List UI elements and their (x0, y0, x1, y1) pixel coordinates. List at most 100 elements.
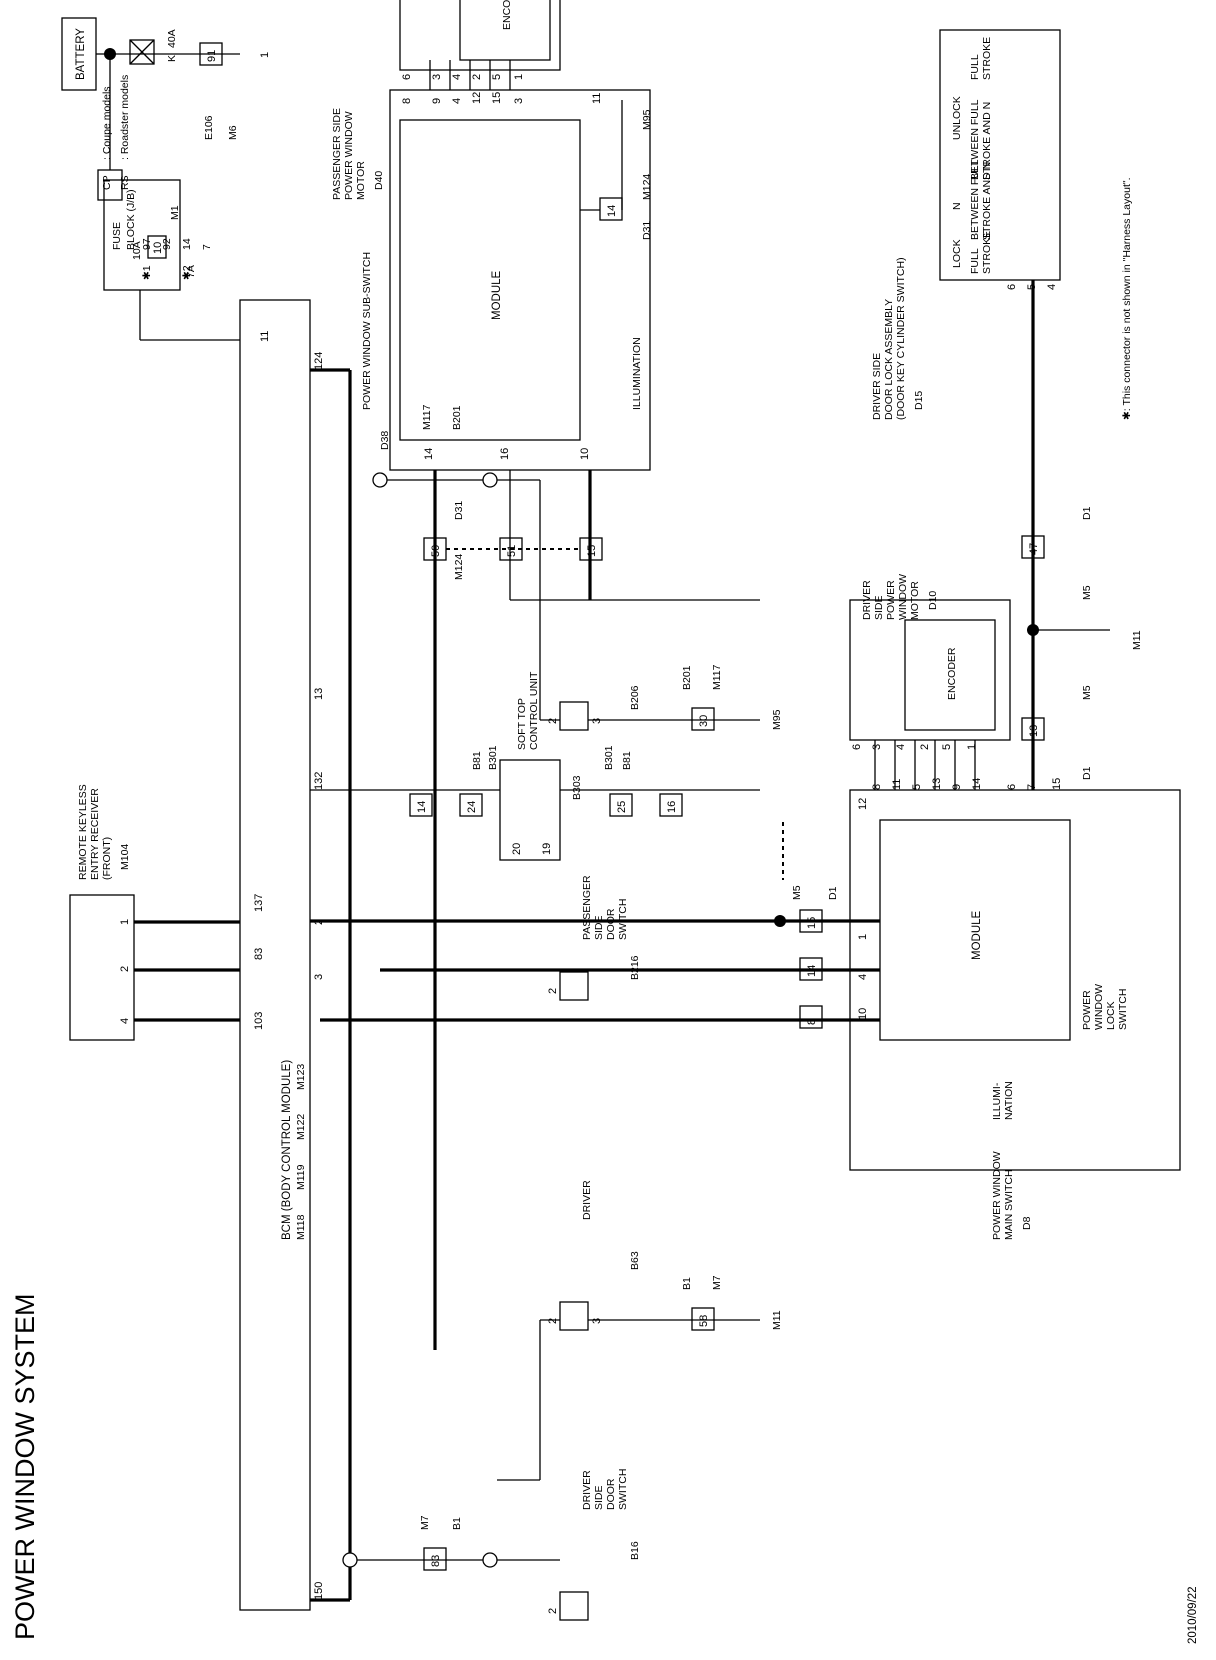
conn-m117-b: M117 (421, 404, 433, 430)
rke-title-3: (FRONT) (101, 837, 113, 880)
door-lock-title-2: DOOR LOCK ASSEMBLY (883, 299, 895, 420)
dm-pin-4: 4 (895, 744, 907, 750)
ms-pin-6: 6 (1006, 784, 1018, 790)
conn-b201-a: B201 (681, 665, 693, 690)
sub-switch-box (389, 89, 651, 471)
conn-m117-a: M117 (711, 664, 723, 690)
conn-m6: M6 (227, 125, 239, 140)
rke-receiver: REMOTE KEYLESS ENTRY RECEIVER (FRONT) M1… (69, 784, 240, 1041)
connector-83 (423, 1547, 447, 1571)
fuse-block-jb (103, 179, 181, 291)
conn-m5-c: M5 (1081, 585, 1093, 600)
sub-switch-module (399, 119, 581, 441)
sub-pin-16: 16 (499, 448, 511, 460)
driver-motor-title-5: MOTOR (909, 581, 921, 620)
battery-group: BATTERY 40A K 91 E106 M6 10A 10 7A FUSE … (61, 17, 240, 341)
ms-pin-11: 11 (891, 779, 903, 790)
soft-top-control-unit: 20 19 SOFT TOP CONTROL UNIT B303 B81 B30… (310, 671, 760, 861)
door-lock-full-1: FULL (969, 248, 981, 274)
ms-pin-10: 10 (857, 1008, 869, 1020)
conn-b81-a: B81 (471, 751, 483, 770)
legend-star1: ✱1 (141, 265, 153, 280)
driver-door-lock-assembly: DRIVER SIDE DOOR LOCK ASSEMBLY (DOOR KEY… (871, 29, 1061, 420)
sub-pin-4: 4 (451, 98, 463, 104)
lock-switch-title-1: POWER (1081, 990, 1093, 1030)
sw-pin-2-c: 2 (547, 988, 559, 994)
ms-pin-5: 5 (911, 784, 923, 790)
rke-pin-2: 2 (119, 966, 131, 972)
fuse-box-10a (97, 169, 123, 201)
bcm-pin-124: 124 (313, 352, 325, 370)
inline-pin-58: 58 (698, 1315, 710, 1327)
inline-pin-51: 51 (506, 545, 518, 557)
ms-pin-15: 15 (1051, 778, 1063, 790)
conn-b303: B303 (571, 775, 583, 800)
conn-m5-b: M5 (1081, 685, 1093, 700)
rke-box (69, 894, 135, 1041)
driver-motor-title-2: SIDE (873, 595, 885, 620)
passenger-motor-title-2: POWER WINDOW (343, 111, 355, 200)
door-lock-between-1: BETWEEN FULL (969, 159, 981, 240)
conn-m119: M119 (295, 1164, 307, 1190)
conn-m123: M123 (295, 1064, 307, 1090)
driver-ground-group: 13 47 D1 M5 M5 D1 M11 (1021, 280, 1143, 790)
conn-m118: M118 (295, 1214, 307, 1240)
passenger-motor-title-3: MOTOR (355, 161, 367, 200)
door-lock-title-1: DRIVER SIDE (871, 353, 883, 420)
conn-d31-a: D31 (641, 221, 653, 240)
legend-star2: ✱2 (181, 265, 193, 280)
driver-door-sw2-title-1: DRIVER (581, 1180, 593, 1220)
door-lock-full-3: FULL (969, 54, 981, 80)
conn-b301-b: B301 (603, 745, 615, 770)
bcm-pin-1: 1 (259, 52, 271, 58)
sub-pin-8: 8 (401, 98, 413, 104)
power-window-main-switch: MODULE POWER WINDOW MAIN SWITCH D8 POWER… (310, 740, 1181, 1240)
conn-d1-a: D1 (827, 886, 839, 900)
legend-star2-a: 14 (181, 238, 193, 250)
conn-b1-b: B1 (681, 1277, 693, 1290)
door-lock-between-4: STROKE AND N (981, 102, 993, 180)
door-lock-full-2: STROKE (981, 231, 993, 274)
door-lock-n-label: N (951, 202, 963, 210)
door-lock-between-2: STROKE AND N (981, 162, 993, 240)
driver-encoder-label: ENCODER (946, 647, 958, 700)
conn-d1-c: D1 (1081, 506, 1093, 520)
dm-pin-5: 5 (941, 744, 953, 750)
conn-b301-a: B301 (487, 745, 499, 770)
sw-pin-2-a: 2 (547, 1608, 559, 1614)
driver-door-sw-title-3: DOOR (605, 1478, 617, 1510)
passenger-power-window-motor: ENCODER PASSENGER SIDE POWER WINDOW MOTO… (331, 0, 561, 200)
driver-door-sw-title-4: SWITCH (617, 1469, 629, 1510)
bcm-pin-3: 3 (313, 974, 325, 980)
power-window-sub-switch: MODULE POWER WINDOW SUB-SWITCH D38 ILLUM… (361, 89, 651, 471)
rke-title-1: REMOTE KEYLESS (77, 784, 89, 880)
conn-m104: M104 (119, 844, 131, 870)
conn-d10: D10 (927, 591, 939, 610)
passenger-motor-title-1: PASSENGER SIDE (331, 108, 343, 200)
inline-pin-14-b: 14 (606, 205, 618, 217)
sub-pin-12: 12 (471, 92, 483, 104)
dm-pin-3: 3 (871, 744, 883, 750)
conn-m124-b: M124 (453, 554, 465, 580)
sub-pin-15: 15 (491, 92, 503, 104)
driver-door-sw-title-2: SIDE (593, 1485, 605, 1510)
sub-pin-14: 14 (423, 448, 435, 460)
conn-m95-a: M95 (771, 709, 783, 730)
door-switches: 83 M7 B1 2 2 3 2 2 3 DRIVER SIDE DOOR SW… (310, 368, 783, 1621)
passenger-door-switch-b216 (559, 971, 589, 1001)
conn-d8: D8 (1021, 1216, 1033, 1230)
conn-m122: M122 (295, 1114, 307, 1140)
page-title: POWER WINDOW SYSTEM (10, 1294, 40, 1641)
dl-pin-6: 6 (1006, 284, 1018, 290)
sw-pin-3-d: 3 (591, 718, 603, 724)
legend-rs: RS (119, 175, 131, 190)
dm-pin-6: 6 (851, 744, 863, 750)
door-lock-full-4: STROKE (981, 37, 993, 80)
conn-m5-a: M5 (791, 885, 803, 900)
conn-b16: B16 (629, 1541, 641, 1560)
main-switch-title-1: POWER WINDOW (991, 1151, 1003, 1240)
driver-door-switch-b16 (559, 1591, 589, 1621)
pass-door-sw-title-4: SWITCH (617, 899, 629, 940)
ms-pin-14: 14 (971, 778, 983, 790)
diagram-date: 2010/09/22 (1187, 1586, 1199, 1644)
